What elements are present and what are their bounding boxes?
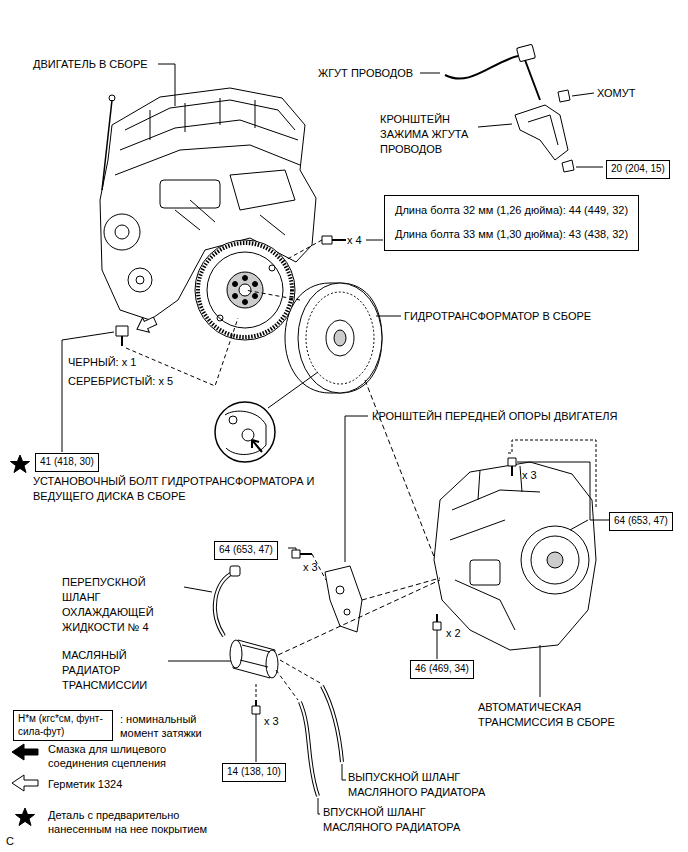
- legend-text: Смазка для шлицевого соединения сцеплени…: [48, 742, 198, 771]
- part-name: КРОНШТЕЙН ПЕРЕДНЕЙ ОПОРЫ ДВИГАТЕЛЯ: [372, 409, 617, 424]
- torque-box: 64 (653, 47): [609, 512, 673, 531]
- part-name: АВТОМАТИЧЕСКАЯ ТРАНСМИССИЯ В СБОРЕ: [478, 700, 638, 730]
- torque-box: Длина болта 32 мм (1,26 дюйма): 44 (449,…: [384, 195, 639, 251]
- torque-value: 64 (653, 47): [614, 515, 668, 528]
- part-name: ЖГУТ ПРОВОДОВ: [318, 66, 413, 81]
- callout-number: x 2: [446, 626, 461, 641]
- legend-symbols: [11, 455, 39, 826]
- torque-box: 41 (418, 30): [35, 453, 99, 472]
- part-name: КРОНШТЕЙН ЗАЖИМА ЖГУТА ПРОВОДОВ: [380, 112, 478, 157]
- torque-box: 20 (204, 15): [606, 160, 670, 179]
- part-name: ГИДРОТРАНСФОРМАТОР В СБОРЕ: [404, 309, 591, 324]
- callout-number: x 4: [347, 233, 362, 248]
- drive-plate-drawing: [195, 240, 295, 340]
- leader-line: [158, 64, 175, 106]
- part-name: ВЫПУСКНОЙ ШЛАНГ МАСЛЯНОГО РАДИАТОРА: [348, 770, 498, 800]
- wire-harness-drawing: [420, 44, 540, 100]
- part-name: ХОМУТ: [597, 86, 635, 101]
- torque-box: 64 (653, 47): [214, 541, 278, 560]
- torque-value: 64 (653, 47): [219, 544, 273, 557]
- legend-text: Деталь с предварительно нанесенным на не…: [48, 808, 238, 837]
- legend-unit-text: Н*м (кгс*см, фунт-сила-фут): [18, 713, 108, 738]
- callout-number: x 3: [264, 714, 279, 729]
- legend-text: : номинальный момент затяжки: [120, 712, 230, 741]
- torque-value: Длина болта 33 мм (1,30 дюйма): 43 (438,…: [395, 228, 628, 242]
- legend-text: Герметик 1324: [48, 777, 198, 791]
- torque-value: Длина болта 32 мм (1,26 дюйма): 44 (449,…: [395, 204, 628, 218]
- part-name: ПЕРЕПУСКНОЙ ШЛАНГ ОХЛАЖДАЮЩЕЙ ЖИДКОСТИ №…: [62, 575, 184, 634]
- torque-converter-drawing: [215, 283, 440, 572]
- torque-box: 46 (469, 34): [410, 660, 474, 679]
- legend-unit-box: Н*м (кгс*см, фунт-сила-фут): [13, 710, 113, 741]
- part-name: МАСЛЯНЫЙ РАДИАТОР ТРАНСМИССИИ: [62, 648, 168, 693]
- torque-box: 14 (138, 10): [222, 763, 286, 782]
- callout-number: C: [6, 834, 14, 849]
- torque-value: 14 (138, 10): [227, 766, 281, 779]
- part-name: ДВИГАТЕЛЬ В СБОРЕ: [33, 57, 148, 72]
- torque-value: 20 (204, 15): [611, 163, 665, 176]
- torque-value: 46 (469, 34): [415, 663, 469, 676]
- set-bolt-drawing: [62, 314, 238, 452]
- mount-bracket-drawing: [288, 416, 440, 632]
- part-name: ЧЕРНЫЙ: x 1: [68, 355, 136, 370]
- bolt-drawing: [282, 236, 383, 262]
- callout-number: x 3: [522, 468, 537, 483]
- bolt-drawing: [508, 440, 609, 520]
- callout-number: x 3: [303, 560, 318, 575]
- torque-value: 41 (418, 30): [40, 456, 94, 469]
- part-name: ВПУСКНОЙ ШЛАНГ МАСЛЯНОГО РАДИАТОРА: [323, 805, 473, 835]
- clamp-bracket-drawing: [478, 90, 603, 172]
- part-name: УСТАНОВОЧНЫЙ БОЛТ ГИДРОТРАНСФОРМАТОРА И …: [33, 474, 323, 504]
- part-name: СЕРЕБРИСТЫЙ: x 5: [68, 374, 173, 389]
